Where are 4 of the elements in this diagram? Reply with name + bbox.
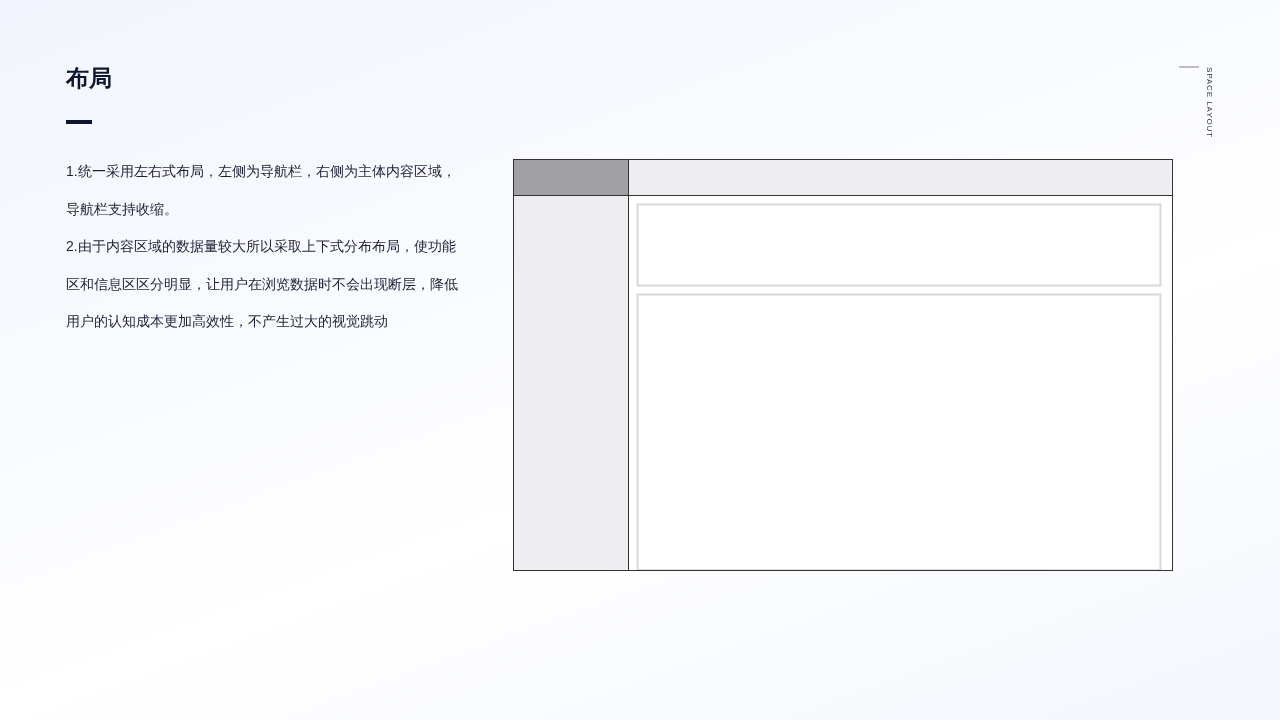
description-paragraph: 2.由于内容区域的数据量较大所以采取上下式分布布局，使功能区和信息区区分明显，让用户在浏览数据时不会出现断层，降低用户的认知成本更加高效性，不产生过大的视觉跳动 [66, 237, 459, 331]
page-title: 布局 [66, 64, 112, 93]
description-paragraph: 1.统一采用左右式布局，左侧为导航栏，右侧为主体内容区域，导航栏支持收缩。 [66, 162, 457, 219]
side-label: SPACE LAYOUT [1204, 67, 1214, 138]
